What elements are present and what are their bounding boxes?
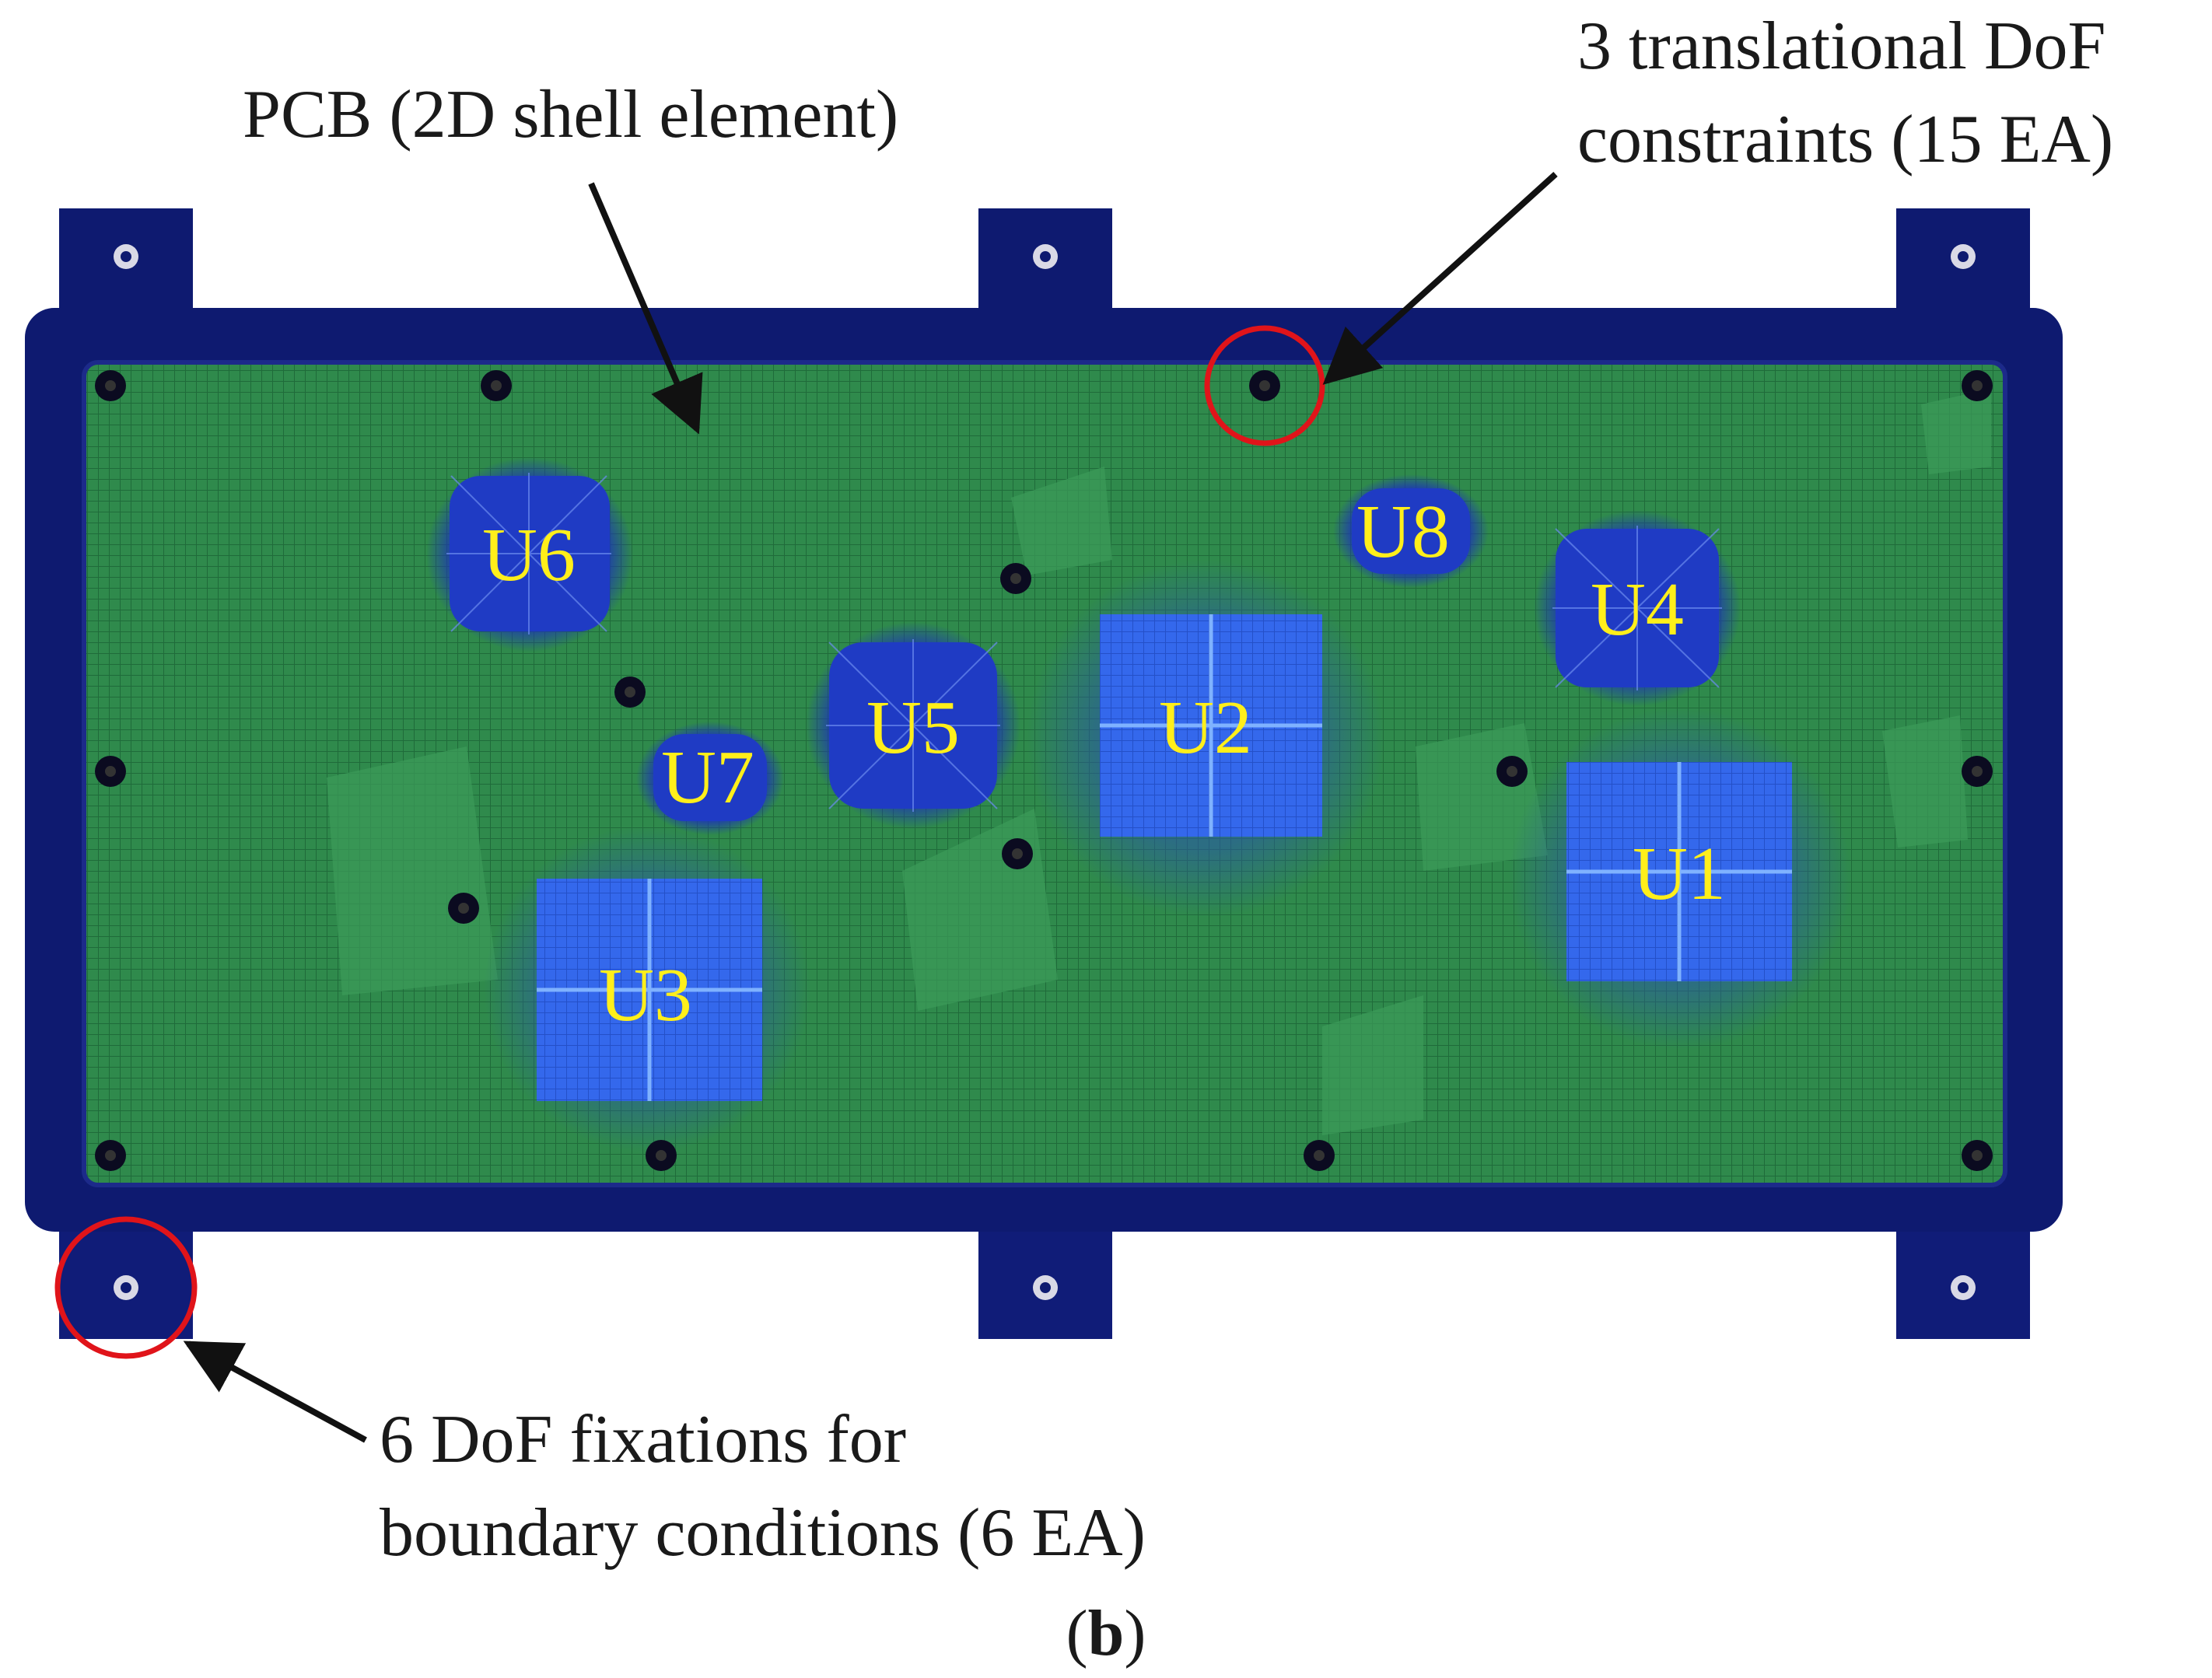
component-u1: U1 [1566,762,1792,981]
component-label-u4: U4 [1591,568,1684,652]
fixation-label-line2: boundary conditions (6 EA) [380,1495,1146,1571]
component-label-u2: U2 [1159,686,1252,770]
screw-hole-icon [1000,563,1031,594]
component-label-u7: U7 [661,736,754,820]
constraint-label-line2: constraints (15 EA) [1577,102,2113,177]
component-u8: U8 [1333,474,1489,588]
red-circle-marker [54,1216,198,1359]
screw-hole-icon [1249,370,1280,401]
screw-hole-icon [646,1140,677,1171]
component-label-u5: U5 [866,686,960,770]
screw-hole-icon [448,893,479,924]
component-u3: U3 [537,879,762,1101]
screw-hole-icon [95,370,126,401]
component-label-u1: U1 [1633,832,1726,916]
component-label-u6: U6 [482,513,576,597]
subfigure-label-close: ) [1124,1597,1146,1669]
screw-hole-icon [481,370,512,401]
component-u7: U7 [636,722,784,835]
pcb-label: PCB (2D shell element) [243,77,898,152]
subfigure-label-open: ( [1066,1597,1088,1669]
screw-hole-icon [95,1140,126,1171]
screw-hole-icon [614,676,646,708]
screw-hole-icon [1951,244,1976,269]
screw-hole-icon [114,244,138,269]
constraint-label-line1: 3 translational DoF [1577,9,2105,84]
screw-hole-icon [1304,1140,1335,1171]
screw-hole-icon [1496,756,1528,787]
constraint-holes [95,370,1993,1171]
red-circle-marker [1204,325,1325,446]
screw-hole-icon [1962,1140,1993,1171]
fixation-holes [114,244,1976,1300]
fixation-label-line1: 6 DoF fixations for [380,1402,906,1477]
screw-hole-icon [1002,838,1033,869]
component-u4: U4 [1534,510,1741,706]
fixation-arrow [183,1341,367,1443]
component-u5: U5 [806,622,1020,829]
screw-hole-icon [95,756,126,787]
screw-hole-icon [1951,1275,1976,1300]
screw-hole-icon [1962,756,1993,787]
component-label-u3: U3 [599,953,692,1037]
component-label-u8: U8 [1356,490,1450,574]
component-u2: U2 [1100,614,1322,837]
screw-hole-icon [114,1275,138,1300]
constraint-arrow [1322,172,1558,385]
subfigure-label: (b) [1066,1597,1146,1669]
screw-hole-icon [1033,1275,1058,1300]
pcb-arrow [588,182,703,435]
subfigure-label-letter: b [1088,1597,1125,1669]
screw-hole-icon [1962,370,1993,401]
mesh-refinement-regions [327,389,1991,1135]
screw-hole-icon [1033,244,1058,269]
component-u6: U6 [426,457,633,652]
